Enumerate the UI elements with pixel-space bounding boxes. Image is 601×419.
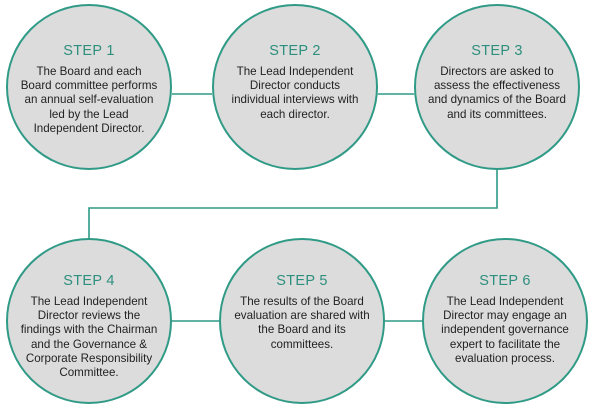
step-1-circle: STEP 1 The Board and each Board committe… [6, 4, 172, 170]
step-2-title: STEP 2 [269, 43, 321, 59]
step-6-text: The Lead Independent Director may engage… [441, 295, 569, 365]
step-4-circle: STEP 4 The Lead Independent Director rev… [6, 238, 172, 404]
step-1-title: STEP 1 [63, 43, 115, 59]
step-5-circle: STEP 5 The results of the Board evaluati… [219, 238, 385, 404]
step-1-text: The Board and each Board committee perfo… [20, 65, 158, 135]
step-6-circle: STEP 6 The Lead Independent Director may… [422, 238, 588, 404]
step-4-title: STEP 4 [63, 273, 115, 289]
connector-step3-step4 [88, 170, 498, 238]
step-2-text: The Lead Independent Director conducts i… [231, 65, 359, 121]
step-6-title: STEP 6 [479, 273, 531, 289]
step-3-title: STEP 3 [471, 43, 523, 59]
step-3-circle: STEP 3 Directors are asked to assess the… [414, 4, 580, 170]
step-3-text: Directors are asked to assess the effect… [428, 65, 566, 121]
step-5-title: STEP 5 [276, 273, 328, 289]
step-2-circle: STEP 2 The Lead Independent Director con… [212, 4, 378, 170]
step-4-text: The Lead Independent Director reviews th… [20, 295, 158, 380]
step-5-text: The results of the Board evaluation are … [234, 295, 370, 351]
